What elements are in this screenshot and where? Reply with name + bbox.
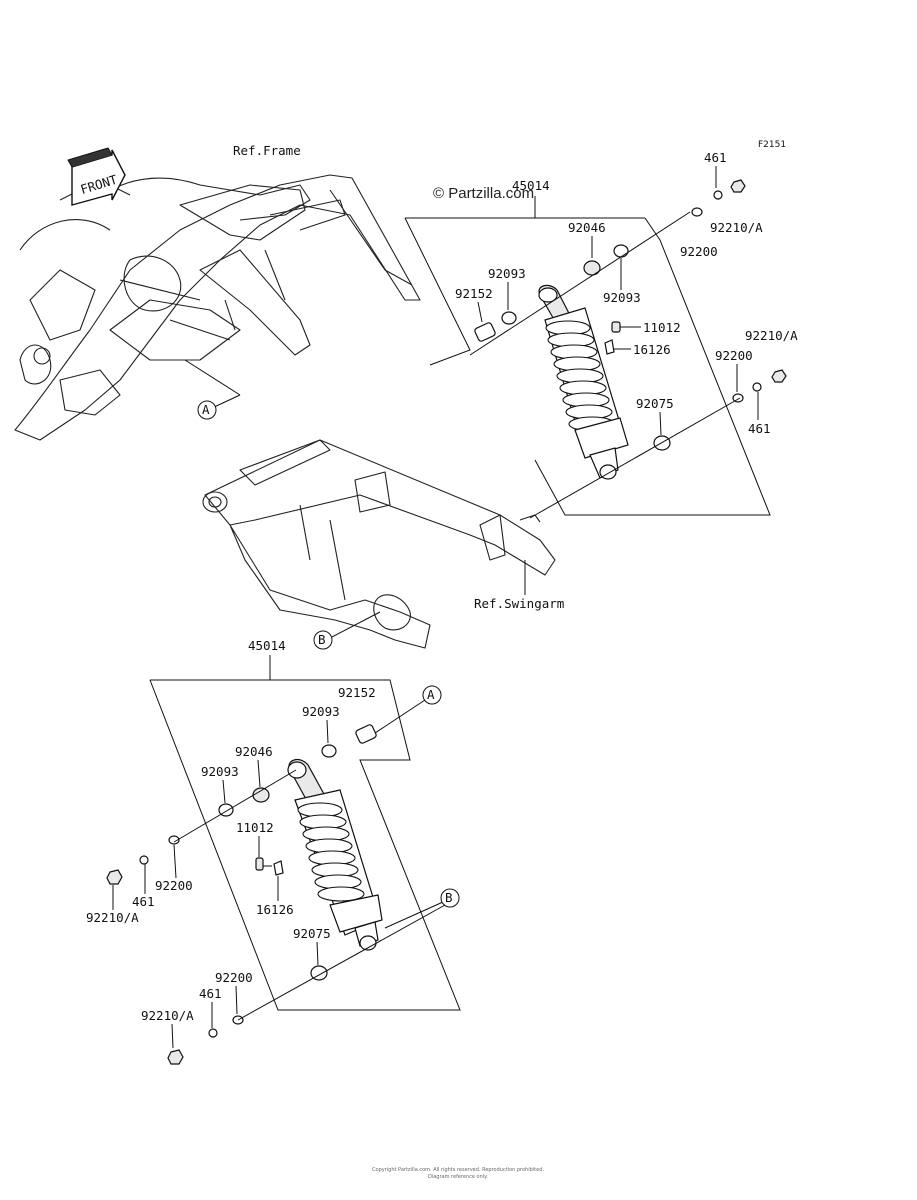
callout-b-lower [440, 888, 460, 908]
upper-461-top: 461 [704, 150, 727, 165]
swingarm-illustration [202, 439, 556, 649]
upper-92210a-top: 92210/A [710, 220, 763, 235]
lower-assembly-number: 45014 [248, 638, 286, 653]
lower-92210a-a: 92210/A [86, 910, 139, 925]
callout-b-swingarm-label: B [318, 632, 326, 647]
lower-92210a-b: 92210/A [141, 1008, 194, 1023]
callout-a-lower [422, 685, 442, 705]
lower-92093-a: 92093 [302, 704, 340, 719]
front-arrow-icon: FRONT [67, 147, 126, 206]
lower-92200-a: 92200 [155, 878, 193, 893]
callout-a-frame-label: A [202, 402, 210, 417]
upper-92200-right: 92200 [715, 348, 753, 363]
upper-92093-a: 92093 [488, 266, 526, 281]
upper-461-right: 461 [748, 421, 771, 436]
watermark: © Partzilla.com [433, 185, 534, 202]
callout-b-swingarm [313, 630, 333, 650]
lower-16126: 16126 [256, 902, 294, 917]
upper-92046: 92046 [568, 220, 606, 235]
lower-11012: 11012 [236, 820, 274, 835]
upper-11012: 11012 [643, 320, 681, 335]
lower-92152: 92152 [338, 685, 376, 700]
upper-16126: 16126 [633, 342, 671, 357]
footer-line-1: Copyright Partzilla.com. All rights rese… [372, 1167, 544, 1173]
upper-92200-top: 92200 [680, 244, 718, 259]
upper-assembly-number: 45014 [512, 178, 550, 193]
upper-92210a-right: 92210/A [745, 328, 798, 343]
callout-b-lower-label: B [445, 890, 453, 905]
upper-shock-assembly: 45014 [404, 150, 798, 519]
ref-frame-label: Ref.Frame [233, 143, 301, 158]
lower-92200-b: 92200 [215, 970, 253, 985]
ref-swingarm-label: Ref.Swingarm [474, 596, 564, 611]
frame-illustration [14, 174, 421, 441]
upper-92093-b: 92093 [603, 290, 641, 305]
figure-code: F2151 [758, 140, 786, 150]
upper-92152: 92152 [455, 286, 493, 301]
lower-92075: 92075 [293, 926, 331, 941]
upper-92075: 92075 [636, 396, 674, 411]
lower-461-b: 461 [199, 986, 222, 1001]
callout-a-lower-label: A [427, 687, 435, 702]
lower-461-a: 461 [132, 894, 155, 909]
lower-92046: 92046 [235, 744, 273, 759]
lower-shock-assembly: 45014 A B [86, 638, 461, 1065]
lower-92093-b: 92093 [201, 764, 239, 779]
callout-a-frame [197, 400, 217, 420]
footer-line-2: Diagram reference only. [428, 1174, 488, 1180]
